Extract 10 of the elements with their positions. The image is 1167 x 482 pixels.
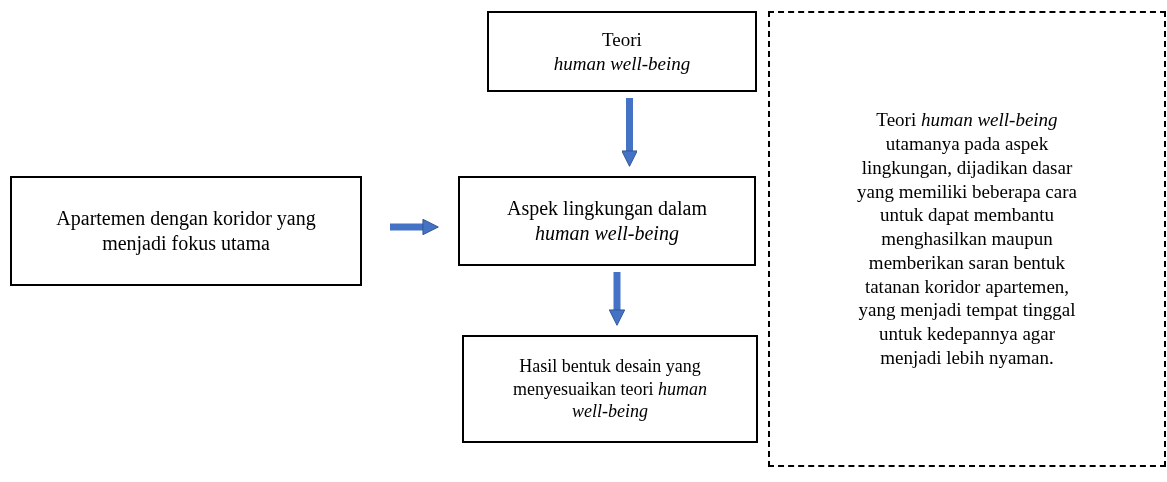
box-label: Teori human well-being (552, 27, 692, 76)
box-label: Aspek lingkungan dalam human well-being (506, 196, 708, 246)
process-box (10, 176, 362, 286)
process-box (458, 176, 756, 266)
note-text: Teori human well-being utamanya pada aspek lingkungan, dijadikan dasar yang memiliki beberapa cara untuk dapat membantu menghasilkan maupun memberikan saran bentuk tatanan koridor apartemen, yang menjadi tempat tinggal untuk kedepannya agar menjadi lebih nyaman. (856, 108, 1078, 370)
box-label: Apartemen dengan koridor yang menjadi fokus utama (55, 206, 317, 256)
process-box (462, 335, 758, 443)
process-box (487, 11, 757, 92)
box-label: Hasil bentuk desain yang menyesuaikan teori human well-being (512, 355, 708, 423)
note-box (768, 11, 1166, 467)
